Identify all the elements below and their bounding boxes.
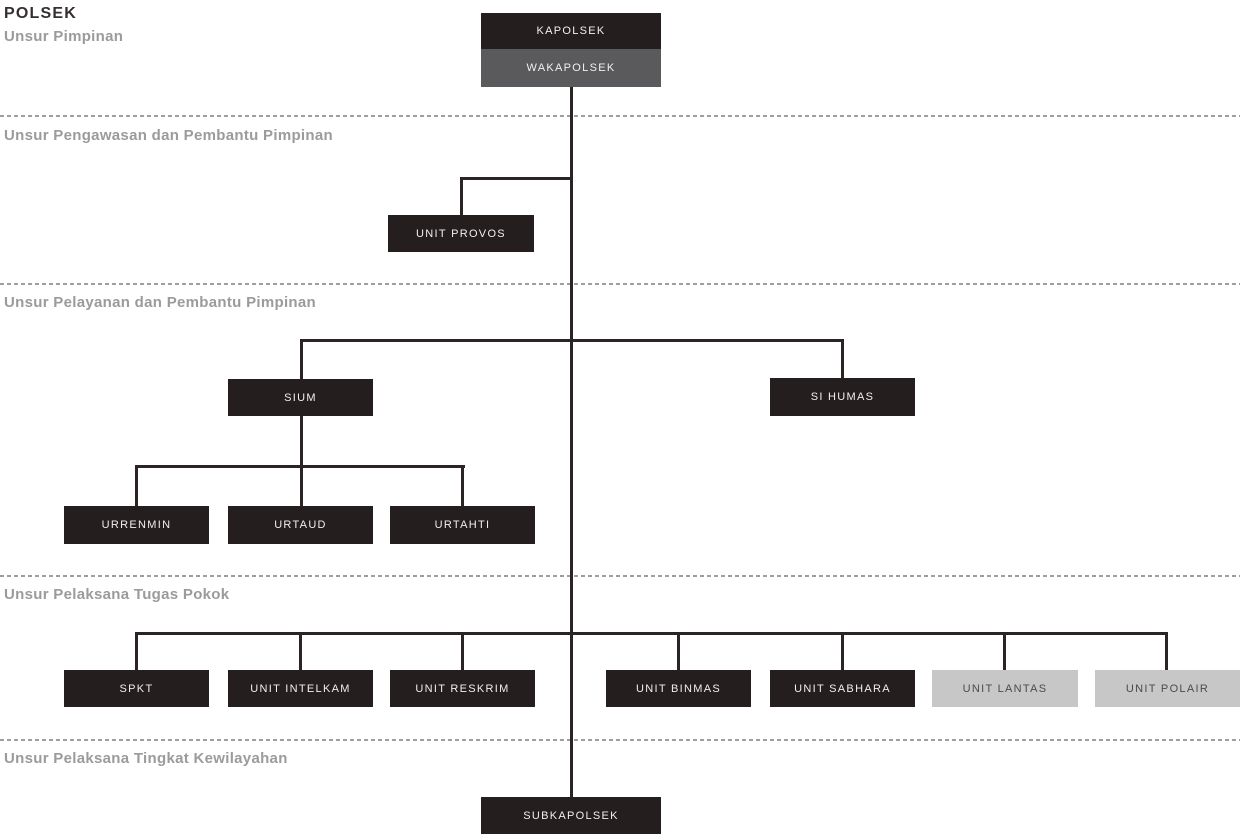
- node-unit-provos: UNIT PROVOS: [388, 215, 534, 252]
- node-urtahti: URTAHTI: [390, 506, 535, 544]
- connector-reskrim-drop: [461, 632, 464, 670]
- connector-lantas-drop: [1003, 632, 1006, 670]
- node-si-humas: SI HUMAS: [770, 378, 915, 416]
- node-subkapolsek: SUBKAPOLSEK: [481, 797, 661, 834]
- connector-provos-h: [460, 177, 573, 180]
- section-divider: [0, 575, 1240, 577]
- connector-urtahti-drop: [461, 465, 464, 506]
- connector-provos-v: [460, 177, 463, 215]
- node-unit-polair: UNIT POLAIR: [1095, 670, 1240, 707]
- section-label-unsur-pimpinan: Unsur Pimpinan: [4, 28, 124, 45]
- connector-urtaud-drop: [300, 465, 303, 506]
- connector-row4-h: [135, 632, 1168, 635]
- section-divider: [0, 115, 1240, 117]
- node-unit-lantas: UNIT LANTAS: [932, 670, 1078, 707]
- connector-spkt-drop: [135, 632, 138, 670]
- connector-sium-stem: [300, 415, 303, 468]
- node-wakapolsek: WAKAPOLSEK: [481, 49, 661, 87]
- node-unit-binmas: UNIT BINMAS: [606, 670, 751, 707]
- section-divider: [0, 739, 1240, 741]
- section-label-unsur-pelayanan: Unsur Pelayanan dan Pembantu Pimpinan: [4, 294, 317, 311]
- node-sium: SIUM: [228, 379, 373, 416]
- connector-urrenmin-drop: [135, 465, 138, 506]
- node-urrenmin: URRENMIN: [64, 506, 209, 544]
- connector-intelkam-drop: [299, 632, 302, 670]
- connector-sium-drop: [300, 339, 303, 379]
- section-label-unsur-pelaksana-kewilayahan: Unsur Pelaksana Tingkat Kewilayahan: [4, 750, 288, 767]
- connector-polair-drop: [1165, 632, 1168, 670]
- node-unit-sabhara: UNIT SABHARA: [770, 670, 915, 707]
- node-urtaud: URTAUD: [228, 506, 373, 544]
- connector-sihumas-drop: [841, 339, 844, 378]
- connector-sabhara-drop: [841, 632, 844, 670]
- node-unit-reskrim: UNIT RESKRIM: [390, 670, 535, 707]
- node-kapolsek: KAPOLSEK: [481, 13, 661, 49]
- node-spkt: SPKT: [64, 670, 209, 707]
- page-title: POLSEK: [4, 5, 77, 22]
- connector-row3-h: [300, 339, 844, 342]
- connector-binmas-drop: [677, 632, 680, 670]
- section-label-unsur-pelaksana-tugas-pokok: Unsur Pelaksana Tugas Pokok: [4, 586, 230, 603]
- section-label-unsur-pengawasan: Unsur Pengawasan dan Pembantu Pimpinan: [4, 127, 333, 144]
- section-divider: [0, 283, 1240, 285]
- connector-trunk: [570, 87, 573, 797]
- node-unit-intelkam: UNIT INTELKAM: [228, 670, 373, 707]
